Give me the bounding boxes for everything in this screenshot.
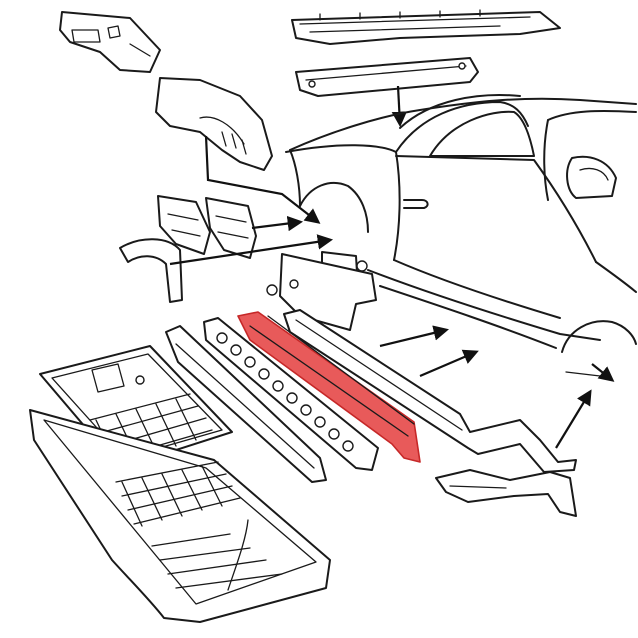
flange-arrow	[169, 234, 334, 266]
roof-rear-panel	[291, 9, 561, 45]
floor-pan-upper	[39, 345, 233, 469]
perforated-sill-reinforcement	[203, 317, 379, 471]
rocker-front-panel	[266, 253, 377, 331]
front-inner-fender	[59, 11, 161, 73]
crossmember-arrow	[391, 85, 408, 128]
front-quarter-piece-right	[205, 197, 257, 259]
rear-arch-arrow	[591, 363, 615, 382]
wheel-arch-flange	[119, 238, 183, 303]
front-quarter-piece-left	[157, 195, 211, 255]
wheelhouse-arrow	[204, 135, 321, 224]
car-body	[285, 94, 637, 377]
rear-panel-arrow	[555, 389, 592, 449]
outer-rocker-panel	[283, 309, 577, 473]
floor-grid-lower	[115, 461, 241, 527]
rear-crossmember	[295, 57, 479, 97]
inner-sill-rail	[165, 325, 327, 483]
quarter-arrow	[251, 215, 304, 232]
rocker-arrow	[379, 325, 449, 348]
floor-pan-lower	[29, 409, 331, 623]
reinforcement-holes	[216, 332, 354, 452]
rear-arch-panel	[435, 469, 577, 517]
floor-ribs	[151, 519, 283, 591]
outer-rocker-arrow	[419, 349, 479, 378]
front-wheelhouse-panel	[155, 77, 273, 171]
